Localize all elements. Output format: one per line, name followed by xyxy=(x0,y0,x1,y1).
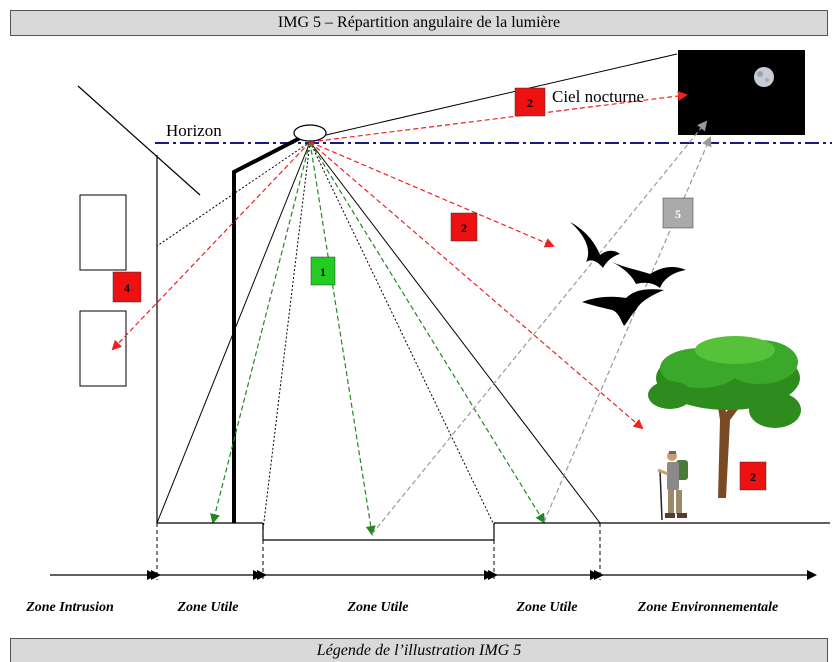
useful-light-arrows xyxy=(210,141,546,536)
zone-label-useful-1: Zone Utile xyxy=(176,600,238,615)
svg-text:2: 2 xyxy=(461,221,467,235)
bird-3 xyxy=(582,289,664,326)
zone-label-useful-3: Zone Utile xyxy=(515,600,577,615)
badge-2-environment: 2 xyxy=(739,461,767,491)
birds xyxy=(570,222,686,326)
tree xyxy=(648,336,801,498)
badge-2-sky: 2 xyxy=(514,87,546,117)
window-lower xyxy=(79,310,127,387)
moon-icon xyxy=(754,67,774,87)
diagram-title: IMG 5 – Répartition angulaire de la lumi… xyxy=(10,10,828,36)
sky-label: Ciel nocturne xyxy=(552,87,644,106)
ground xyxy=(157,522,830,541)
badge-1: 1 xyxy=(310,256,336,286)
night-sky-image xyxy=(678,50,805,135)
svg-text:4: 4 xyxy=(124,281,130,295)
zone-label-useful-2: Zone Utile xyxy=(346,600,408,615)
svg-text:2: 2 xyxy=(527,96,533,110)
horizon-label: Horizon xyxy=(166,121,222,140)
luminaire xyxy=(293,124,327,142)
zone-label-environmental: Zone Environnementale xyxy=(637,600,778,615)
bird-1 xyxy=(570,222,620,268)
building xyxy=(77,85,201,523)
stray-light-arrows xyxy=(111,91,688,430)
svg-text:5: 5 xyxy=(675,207,681,221)
badge-4-window: 4 xyxy=(112,271,142,303)
svg-text:2: 2 xyxy=(750,470,756,484)
bird-2 xyxy=(612,262,686,288)
svg-text:1: 1 xyxy=(320,265,326,279)
diagram-caption: Légende de l’illustration IMG 5 xyxy=(10,638,828,662)
hiker xyxy=(657,451,688,521)
window-upper xyxy=(79,194,127,271)
zone-label-intrusion: Zone Intrusion xyxy=(25,600,114,615)
street-lamp xyxy=(232,124,327,523)
badge-2-birds: 2 xyxy=(450,212,478,242)
badge-5-reflection: 5 xyxy=(662,197,694,229)
reflected-light-arrows xyxy=(371,120,712,535)
zone-separators xyxy=(156,523,601,580)
